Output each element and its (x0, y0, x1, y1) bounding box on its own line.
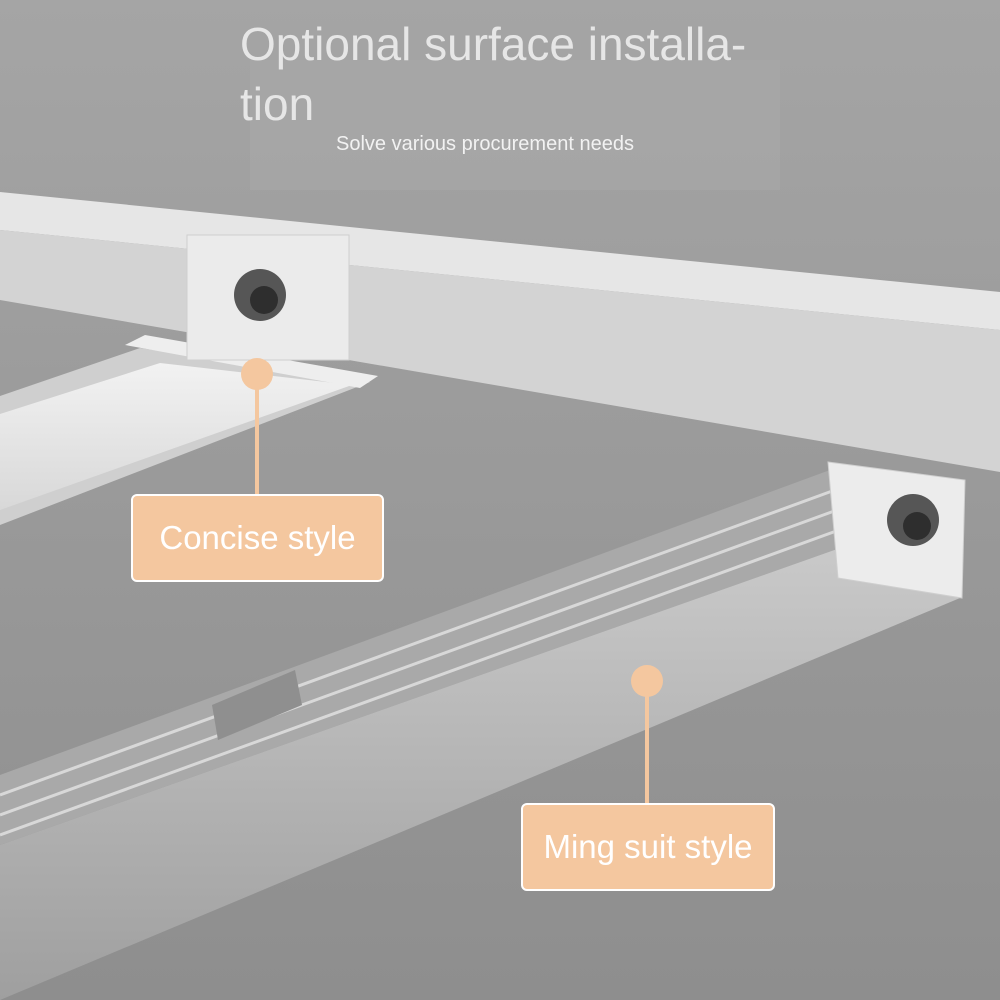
callout-pointer-dot (241, 358, 273, 390)
callout-ming-suit-style: Ming suit style (521, 803, 775, 891)
profile-joint (212, 670, 302, 740)
title-backdrop (250, 60, 780, 190)
ceiling-beam-top (0, 192, 1000, 330)
callout-concise-style: Concise style (131, 494, 384, 582)
surface-profile-side (0, 548, 960, 1000)
page-subtitle: Solve various procurement needs (336, 133, 634, 155)
recessed-profile-lens (0, 363, 352, 510)
callout-pointer-dot (631, 665, 663, 697)
page-title: Optional surface installa-tion (240, 18, 747, 130)
